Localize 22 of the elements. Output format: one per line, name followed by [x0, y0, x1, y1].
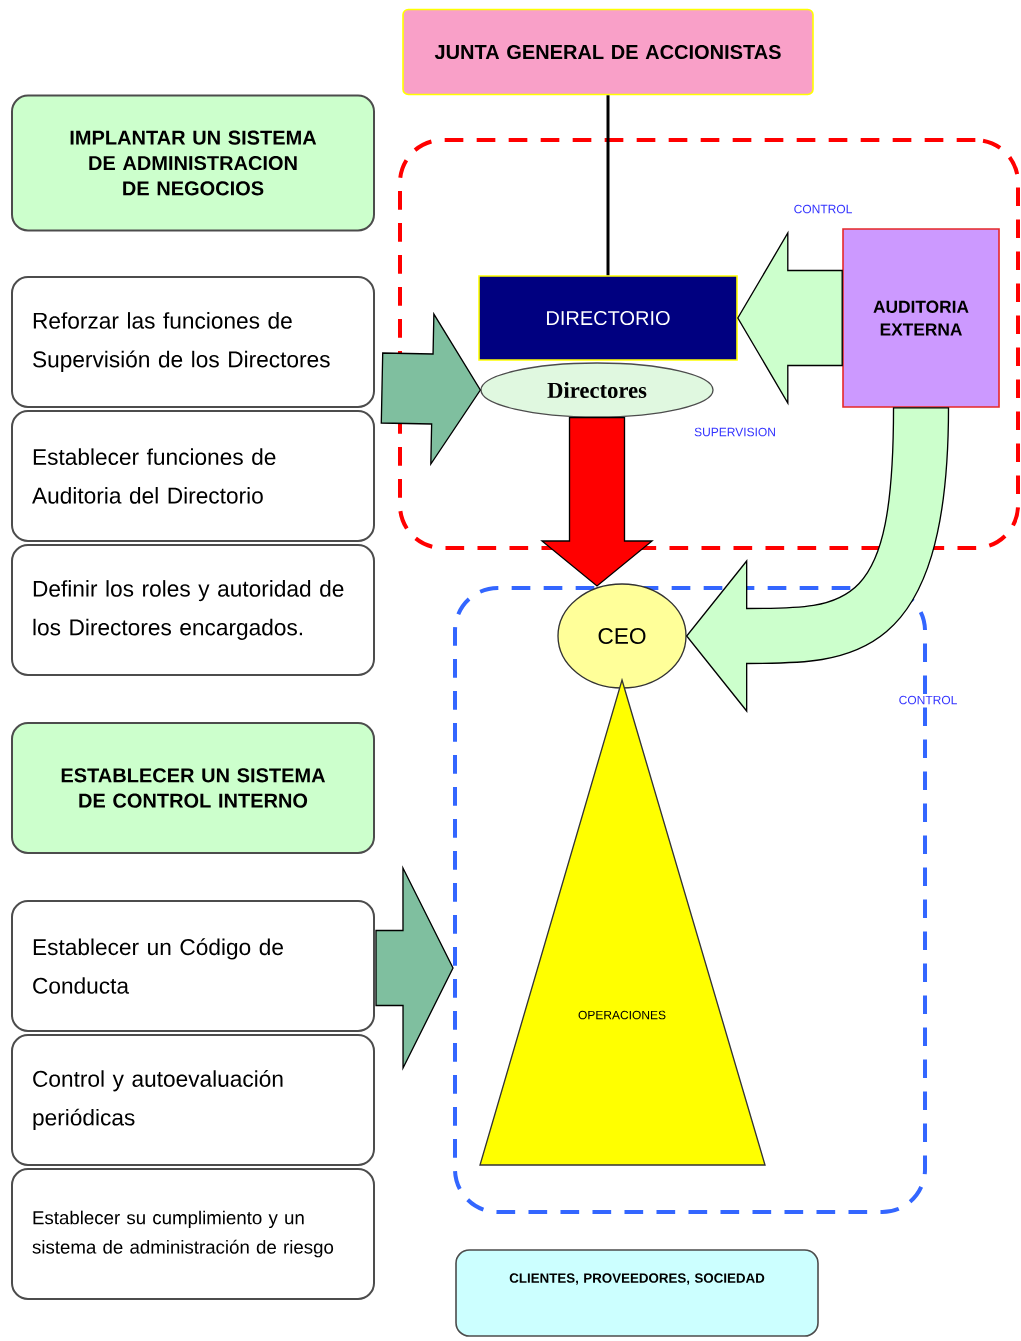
dashed-frame — [398, 138, 1020, 550]
block-arrow — [737, 230, 843, 406]
block-arrow — [375, 865, 454, 1071]
block-arrow — [686, 407, 950, 712]
box: ESTABLECER UN SISTEMA DE CONTROL INTERNO — [11, 722, 375, 854]
box: CLIENTES, PROVEEDORES, SOCIEDAD — [455, 1249, 819, 1337]
box: Establecer un Código de Conducta — [11, 900, 375, 1032]
box: IMPLANTAR UN SISTEMA DE ADMINISTRACION DE NEGOCIOS — [11, 94, 375, 232]
block-arrow — [540, 417, 654, 587]
box: Establecer su cumplimiento y un sistema de administración de riesgo — [11, 1168, 375, 1300]
block-arrow — [380, 311, 482, 467]
edge-caption: CONTROL — [794, 204, 852, 214]
edge-caption: SUPERVISION — [694, 427, 775, 437]
box: DIRECTORIO — [478, 275, 738, 361]
edge-caption: CONTROL — [899, 695, 957, 705]
box: AUDITORIA EXTERNA — [842, 228, 1000, 408]
header-box: JUNTA GENERAL DE ACCIONISTAS — [402, 8, 814, 96]
box: Establecer funciones de Auditoria del Directorio — [11, 410, 375, 542]
box: Reforzar las funciones de Supervisión de los Directores — [11, 276, 375, 408]
box: Definir los roles y autoridad de los Directores encargados. — [11, 544, 375, 676]
box: Control y autoevaluación periódicas — [11, 1034, 375, 1166]
connector-line — [606, 95, 610, 276]
